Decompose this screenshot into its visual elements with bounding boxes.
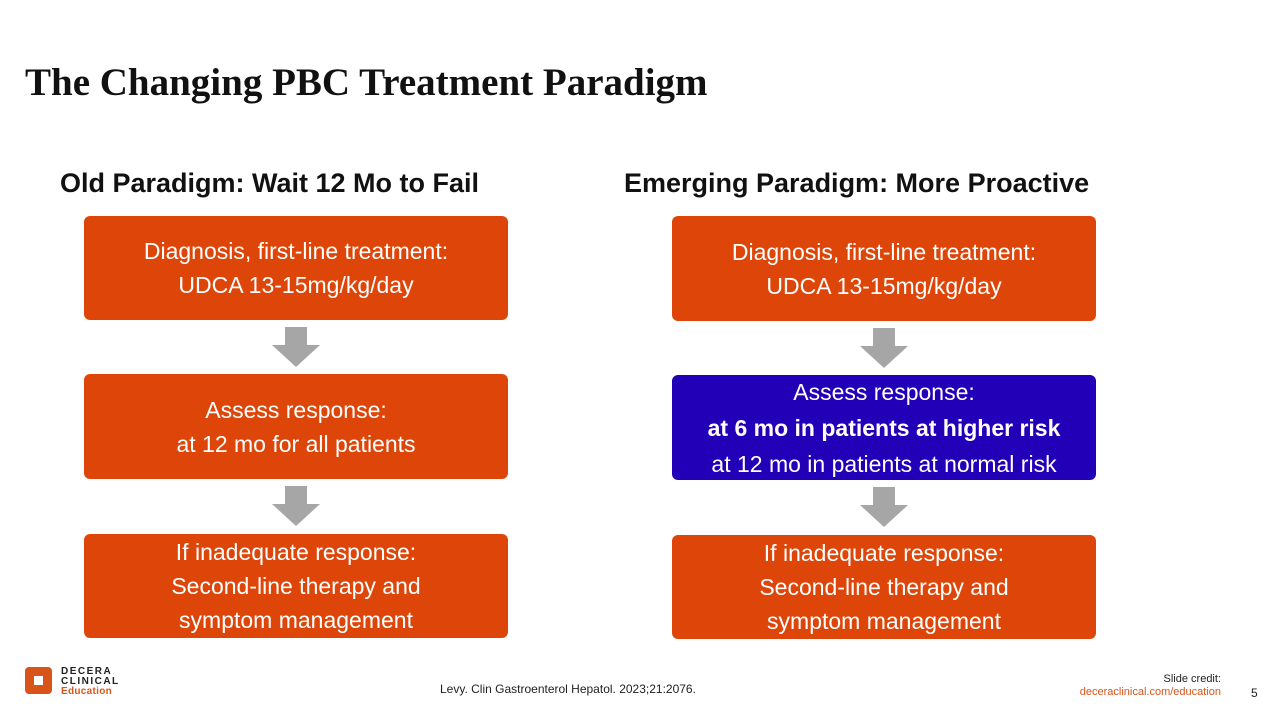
old-diagnosis-box: Diagnosis, first-line treatment: UDCA 13… [84, 216, 508, 320]
emerging-paradigm-heading: Emerging Paradigm: More Proactive [624, 168, 1090, 198]
box-line: UDCA 13-15mg/kg/day [766, 272, 1002, 299]
box-line: If inadequate response: [763, 540, 1005, 566]
box-line: at 12 mo in patients at normal risk [711, 450, 1057, 477]
citation: Levy. Clin Gastroenterol Hepatol. 2023;2… [440, 682, 696, 696]
credit-label: Slide credit: [1163, 673, 1221, 685]
box-line: UDCA 13-15mg/kg/day [178, 272, 414, 298]
logo-line: CLINICAL [61, 676, 120, 687]
new-inadequate-box: If inadequate response: Second-line ther… [672, 535, 1096, 639]
page-number: 5 [1251, 686, 1258, 700]
box-line: Diagnosis, first-line treatment: [731, 238, 1037, 265]
slide-credit: Slide credit: deceraclinical.com/educati… [1080, 673, 1221, 699]
box-line: Assess response: [205, 396, 387, 423]
box-line: symptom management [767, 608, 1001, 634]
decera-logo-icon [25, 667, 52, 694]
box-line: Second-line therapy and [759, 574, 1009, 600]
box-line: If inadequate response: [175, 539, 417, 565]
box-line: Diagnosis, first-line treatment: [143, 238, 449, 264]
old-inadequate-box: If inadequate response: Second-line ther… [84, 534, 508, 638]
slide-title: The Changing PBC Treatment Paradigm [25, 61, 708, 104]
box-line-emphasis: at 6 mo in patients at higher risk [707, 414, 1061, 441]
box-line: Second-line therapy and [171, 573, 421, 599]
box-line: Assess response: [793, 378, 975, 405]
new-diagnosis-box: Diagnosis, first-line treatment: UDCA 13… [672, 216, 1096, 321]
old-assess-box: Assess response: at 12 mo for all patien… [84, 374, 508, 479]
logo-line: Education [61, 686, 113, 697]
box-line: at 12 mo for all patients [176, 430, 416, 457]
old-paradigm-heading: Old Paradigm: Wait 12 Mo to Fail [60, 168, 480, 198]
box-line: symptom management [179, 607, 413, 633]
credit-link[interactable]: deceraclinical.com/education [1079, 686, 1221, 698]
logo-line: DECERA [61, 666, 113, 677]
logo-text: DECERA CLINICAL Education [61, 667, 120, 697]
new-assess-box: Assess response: at 6 mo in patients at … [672, 375, 1096, 480]
